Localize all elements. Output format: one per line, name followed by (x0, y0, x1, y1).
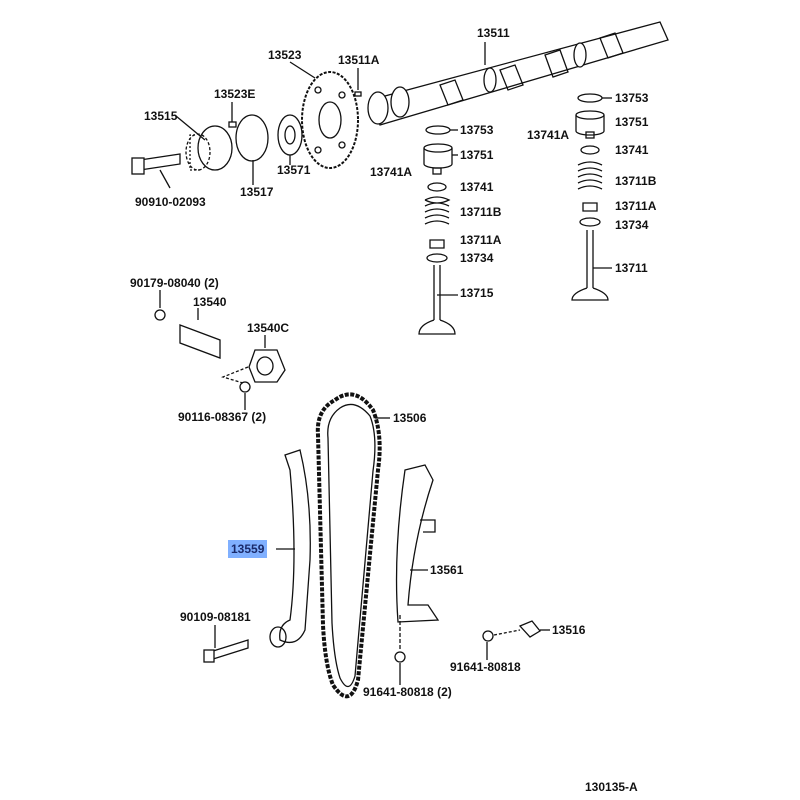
part-label-13741a-right[interactable]: 13741A (527, 128, 570, 142)
part-label-13571[interactable]: 13571 (277, 163, 311, 177)
part-label-13540[interactable]: 13540 (193, 295, 227, 309)
part-label-13711a-right[interactable]: 13711A (615, 199, 657, 213)
part-label-13711b-left[interactable]: 13711B (460, 205, 502, 219)
chain-slipper-drawing (279, 449, 311, 644)
part-label-90910-02093[interactable]: 90910-02093 (135, 195, 206, 209)
part-label-13741-left[interactable]: 13741 (460, 180, 494, 194)
part-label-13711[interactable]: 13711 (615, 261, 648, 275)
part-label-13517[interactable]: 13517 (240, 185, 274, 199)
valve-train-left-drawing (418, 125, 458, 335)
part-label-13741a-left[interactable]: 13741A (370, 165, 413, 179)
part-label-13540c[interactable]: 13540C (247, 321, 290, 335)
part-label-13561[interactable]: 13561 (430, 563, 464, 577)
part-label-13753-right[interactable]: 13753 (615, 91, 649, 105)
part-label-13511a[interactable]: 13511A (338, 53, 380, 67)
part-label-13751-left[interactable]: 13751 (460, 148, 494, 162)
part-label-13506[interactable]: 13506 (393, 411, 427, 425)
part-label-13515[interactable]: 13515 (144, 109, 178, 123)
part-label-13741-right[interactable]: 13741 (615, 143, 649, 157)
part-label-13516[interactable]: 13516 (552, 623, 586, 637)
part-label-13711a-left[interactable]: 13711A (460, 233, 502, 247)
timing-chain-drawing (315, 392, 382, 699)
part-label-90179-08040[interactable]: 90179-08040 (2) (130, 276, 219, 290)
part-label-13715[interactable]: 13715 (460, 286, 494, 300)
part-label-13751-right[interactable]: 13751 (615, 115, 649, 129)
part-label-13523e[interactable]: 13523E (214, 87, 256, 101)
chain-damper-drawing (395, 464, 440, 623)
part-label-91641-80818-x2[interactable]: 91641-80818 (2) (363, 685, 452, 699)
part-label-13734-right[interactable]: 13734 (615, 218, 649, 232)
part-label-13711b-right[interactable]: 13711B (615, 174, 657, 188)
part-label-90116-08367[interactable]: 90116-08367 (2) (178, 410, 267, 424)
part-label-90109-08181[interactable]: 90109-08181 (180, 610, 251, 624)
part-label-13559-highlighted[interactable]: 13559 (228, 540, 268, 558)
part-label-91641-80818[interactable]: 91641-80818 (450, 660, 521, 674)
part-label-13511[interactable]: 13511 (477, 26, 510, 40)
chain-tensioner-drawing (154, 290, 286, 410)
cam-sprocket-drawing (289, 61, 362, 169)
part-label-13753-left[interactable]: 13753 (460, 123, 494, 137)
diagram-reference-number: 130135-A (585, 780, 638, 794)
part-label-13734-left[interactable]: 13734 (460, 251, 494, 265)
valve-train-right-drawing (571, 93, 612, 301)
part-label-13523[interactable]: 13523 (268, 48, 302, 62)
camshaft-drawing (367, 21, 669, 126)
